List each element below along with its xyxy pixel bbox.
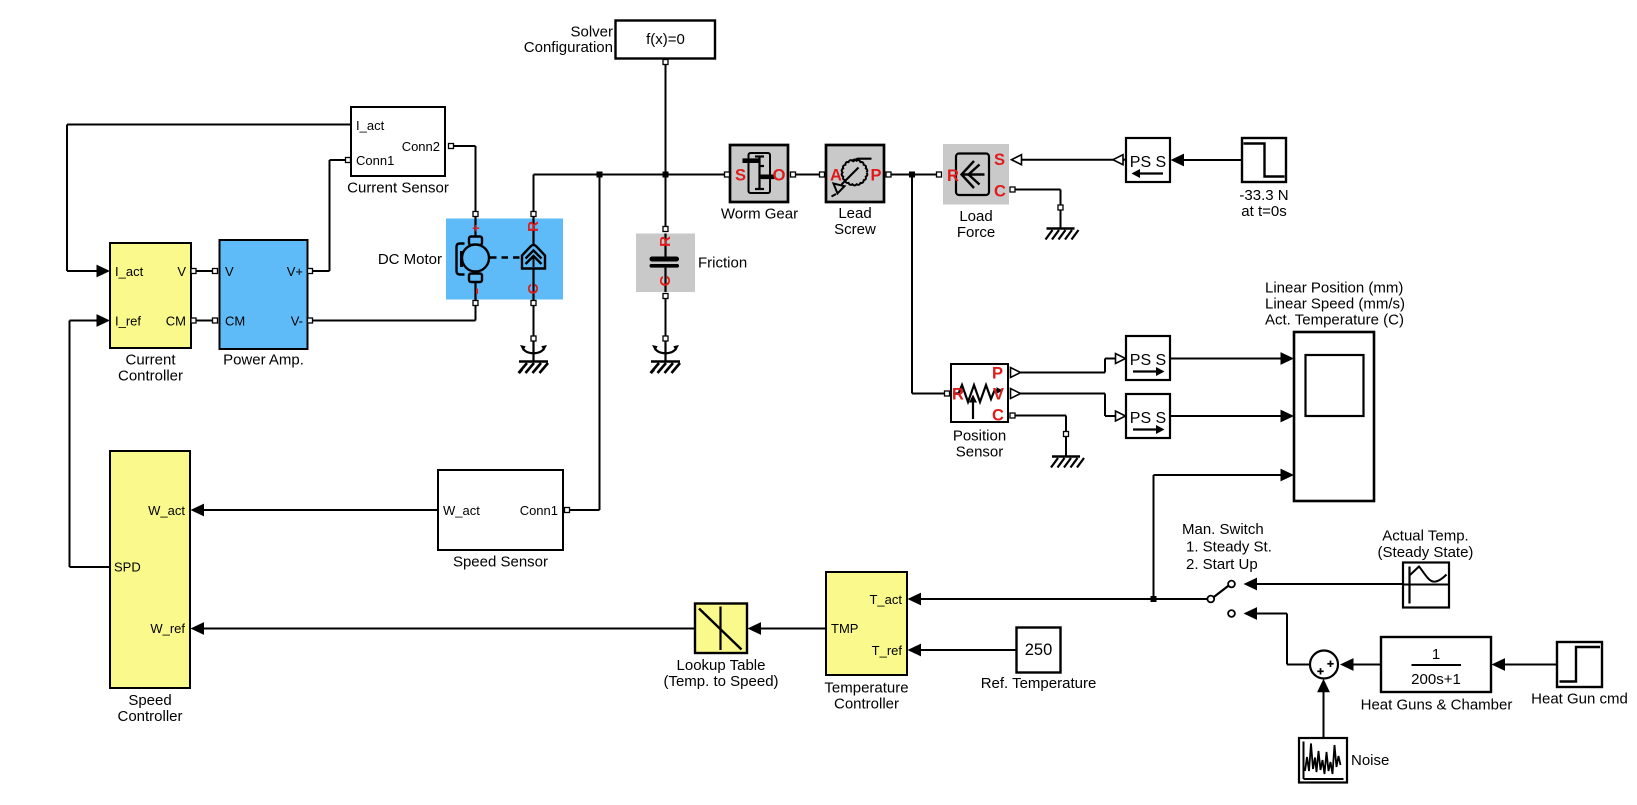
svg-text:C: C	[992, 407, 1004, 425]
svg-text:Actual Temp.: Actual Temp.	[1382, 528, 1468, 545]
svg-text:T_act: T_act	[869, 592, 902, 607]
svg-text:Lead: Lead	[838, 205, 871, 222]
svg-text:V+: V+	[287, 264, 303, 279]
svg-text:Current Sensor: Current Sensor	[347, 180, 449, 197]
svg-text:Load: Load	[959, 208, 992, 225]
svg-text:Ref. Temperature: Ref. Temperature	[981, 675, 1097, 692]
svg-text:Speed Sensor: Speed Sensor	[453, 554, 548, 571]
svg-text:Current: Current	[125, 352, 176, 369]
svg-text:PS S: PS S	[1130, 352, 1166, 369]
svg-text:Linear Speed (mm/s): Linear Speed (mm/s)	[1265, 296, 1405, 313]
svg-text:1: 1	[1432, 646, 1440, 663]
svg-text:Screw: Screw	[834, 221, 876, 238]
svg-text:TMP: TMP	[831, 621, 858, 636]
svg-text:I_act: I_act	[356, 118, 385, 133]
svg-text:P: P	[870, 167, 881, 185]
svg-text:at t=0s: at t=0s	[1241, 203, 1286, 220]
svg-text:Man. Switch: Man. Switch	[1182, 521, 1264, 538]
svg-text:Conn1: Conn1	[356, 153, 394, 168]
svg-text:2. Start Up: 2. Start Up	[1186, 556, 1258, 573]
svg-text:Act. Temperature (C): Act. Temperature (C)	[1265, 312, 1404, 329]
svg-text:-33.3 N: -33.3 N	[1239, 187, 1288, 204]
svg-text:V-: V-	[291, 314, 303, 329]
svg-text:Worm Gear: Worm Gear	[721, 206, 798, 223]
svg-text:R: R	[525, 221, 542, 232]
svg-text:Controller: Controller	[117, 708, 182, 725]
svg-text:CM: CM	[225, 314, 245, 329]
svg-text:S: S	[735, 167, 746, 185]
svg-text:I_act: I_act	[115, 264, 144, 279]
svg-text:Speed: Speed	[128, 692, 171, 709]
svg-text:Position: Position	[953, 428, 1006, 445]
svg-text:R: R	[657, 236, 674, 247]
svg-text:V: V	[993, 386, 1004, 404]
svg-text:PS S: PS S	[1130, 410, 1166, 427]
svg-text:Conn1: Conn1	[520, 503, 558, 518]
svg-text:PS S: PS S	[1130, 154, 1166, 171]
svg-text:W_act: W_act	[148, 503, 185, 518]
svg-text:C: C	[525, 283, 542, 294]
svg-text:V: V	[177, 264, 186, 279]
svg-text:W_act: W_act	[443, 503, 480, 518]
svg-text:T_ref: T_ref	[872, 643, 903, 658]
svg-text:+: +	[472, 221, 480, 236]
svg-text:Heat Guns & Chamber: Heat Guns & Chamber	[1361, 697, 1513, 714]
svg-text:C: C	[994, 183, 1006, 201]
svg-text:R: R	[952, 386, 964, 404]
svg-text:Friction: Friction	[698, 255, 747, 272]
svg-text:Linear Position (mm): Linear Position (mm)	[1265, 280, 1403, 297]
svg-text:W_ref: W_ref	[150, 621, 185, 636]
svg-text:Controller: Controller	[118, 368, 183, 385]
svg-text:1. Steady St.: 1. Steady St.	[1186, 539, 1272, 556]
svg-text:DC Motor: DC Motor	[378, 251, 442, 268]
svg-text:(Steady State): (Steady State)	[1378, 544, 1474, 561]
svg-text:R: R	[947, 167, 959, 185]
svg-text:Heat Gun cmd: Heat Gun cmd	[1531, 691, 1628, 708]
svg-text:Configuration: Configuration	[524, 39, 613, 56]
svg-text:200s+1: 200s+1	[1411, 671, 1461, 688]
svg-text:Temperature: Temperature	[824, 680, 908, 697]
svg-text:Controller: Controller	[834, 696, 899, 713]
svg-text:P: P	[992, 365, 1003, 383]
svg-text:V: V	[225, 264, 234, 279]
svg-text:SPD: SPD	[114, 560, 141, 575]
svg-text:S: S	[994, 151, 1005, 169]
svg-text:A: A	[830, 167, 842, 185]
svg-text:f(x)=0: f(x)=0	[646, 31, 685, 48]
svg-text:(Temp. to Speed): (Temp. to Speed)	[663, 673, 778, 690]
svg-text:Conn2: Conn2	[402, 139, 440, 154]
svg-text:Sensor: Sensor	[956, 444, 1004, 461]
svg-text:O: O	[773, 167, 786, 185]
svg-text:C: C	[657, 275, 674, 286]
svg-text:250: 250	[1025, 641, 1053, 659]
svg-text:Solver: Solver	[570, 24, 613, 41]
svg-text:Noise: Noise	[1351, 752, 1389, 769]
svg-text:I_ref: I_ref	[115, 314, 141, 329]
svg-text:Lookup Table: Lookup Table	[677, 657, 766, 674]
svg-text:CM: CM	[166, 314, 186, 329]
svg-text:Force: Force	[957, 224, 995, 241]
svg-text:Power Amp.: Power Amp.	[223, 352, 304, 369]
